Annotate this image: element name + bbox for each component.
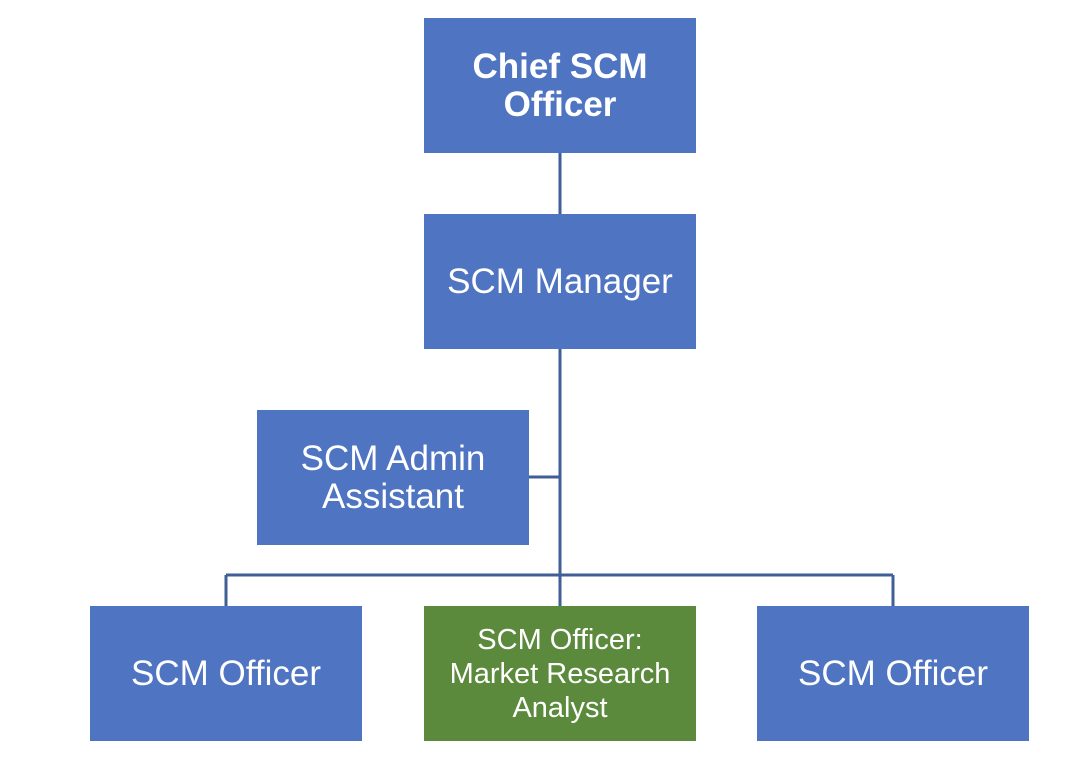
node-scm-manager-label: SCM Manager [447,261,673,301]
node-scm-admin-assistant: SCM Admin Assistant [257,410,529,545]
node-scm-officer-right-label: SCM Officer [798,653,988,693]
node-scm-officer-right: SCM Officer [757,606,1029,741]
node-scm-officer-left-label: SCM Officer [131,653,321,693]
node-market-research-analyst-label: SCM Officer: Market Research Analyst [449,623,671,724]
node-chief-scm-officer-label: Chief SCM Officer [472,46,648,124]
node-scm-officer-left: SCM Officer [90,606,362,741]
node-chief-scm-officer: Chief SCM Officer [424,18,696,153]
node-scm-admin-assistant-label: SCM Admin Assistant [300,438,486,516]
node-scm-officer-market-research-analyst: SCM Officer: Market Research Analyst [424,606,696,741]
node-scm-manager: SCM Manager [424,214,696,349]
